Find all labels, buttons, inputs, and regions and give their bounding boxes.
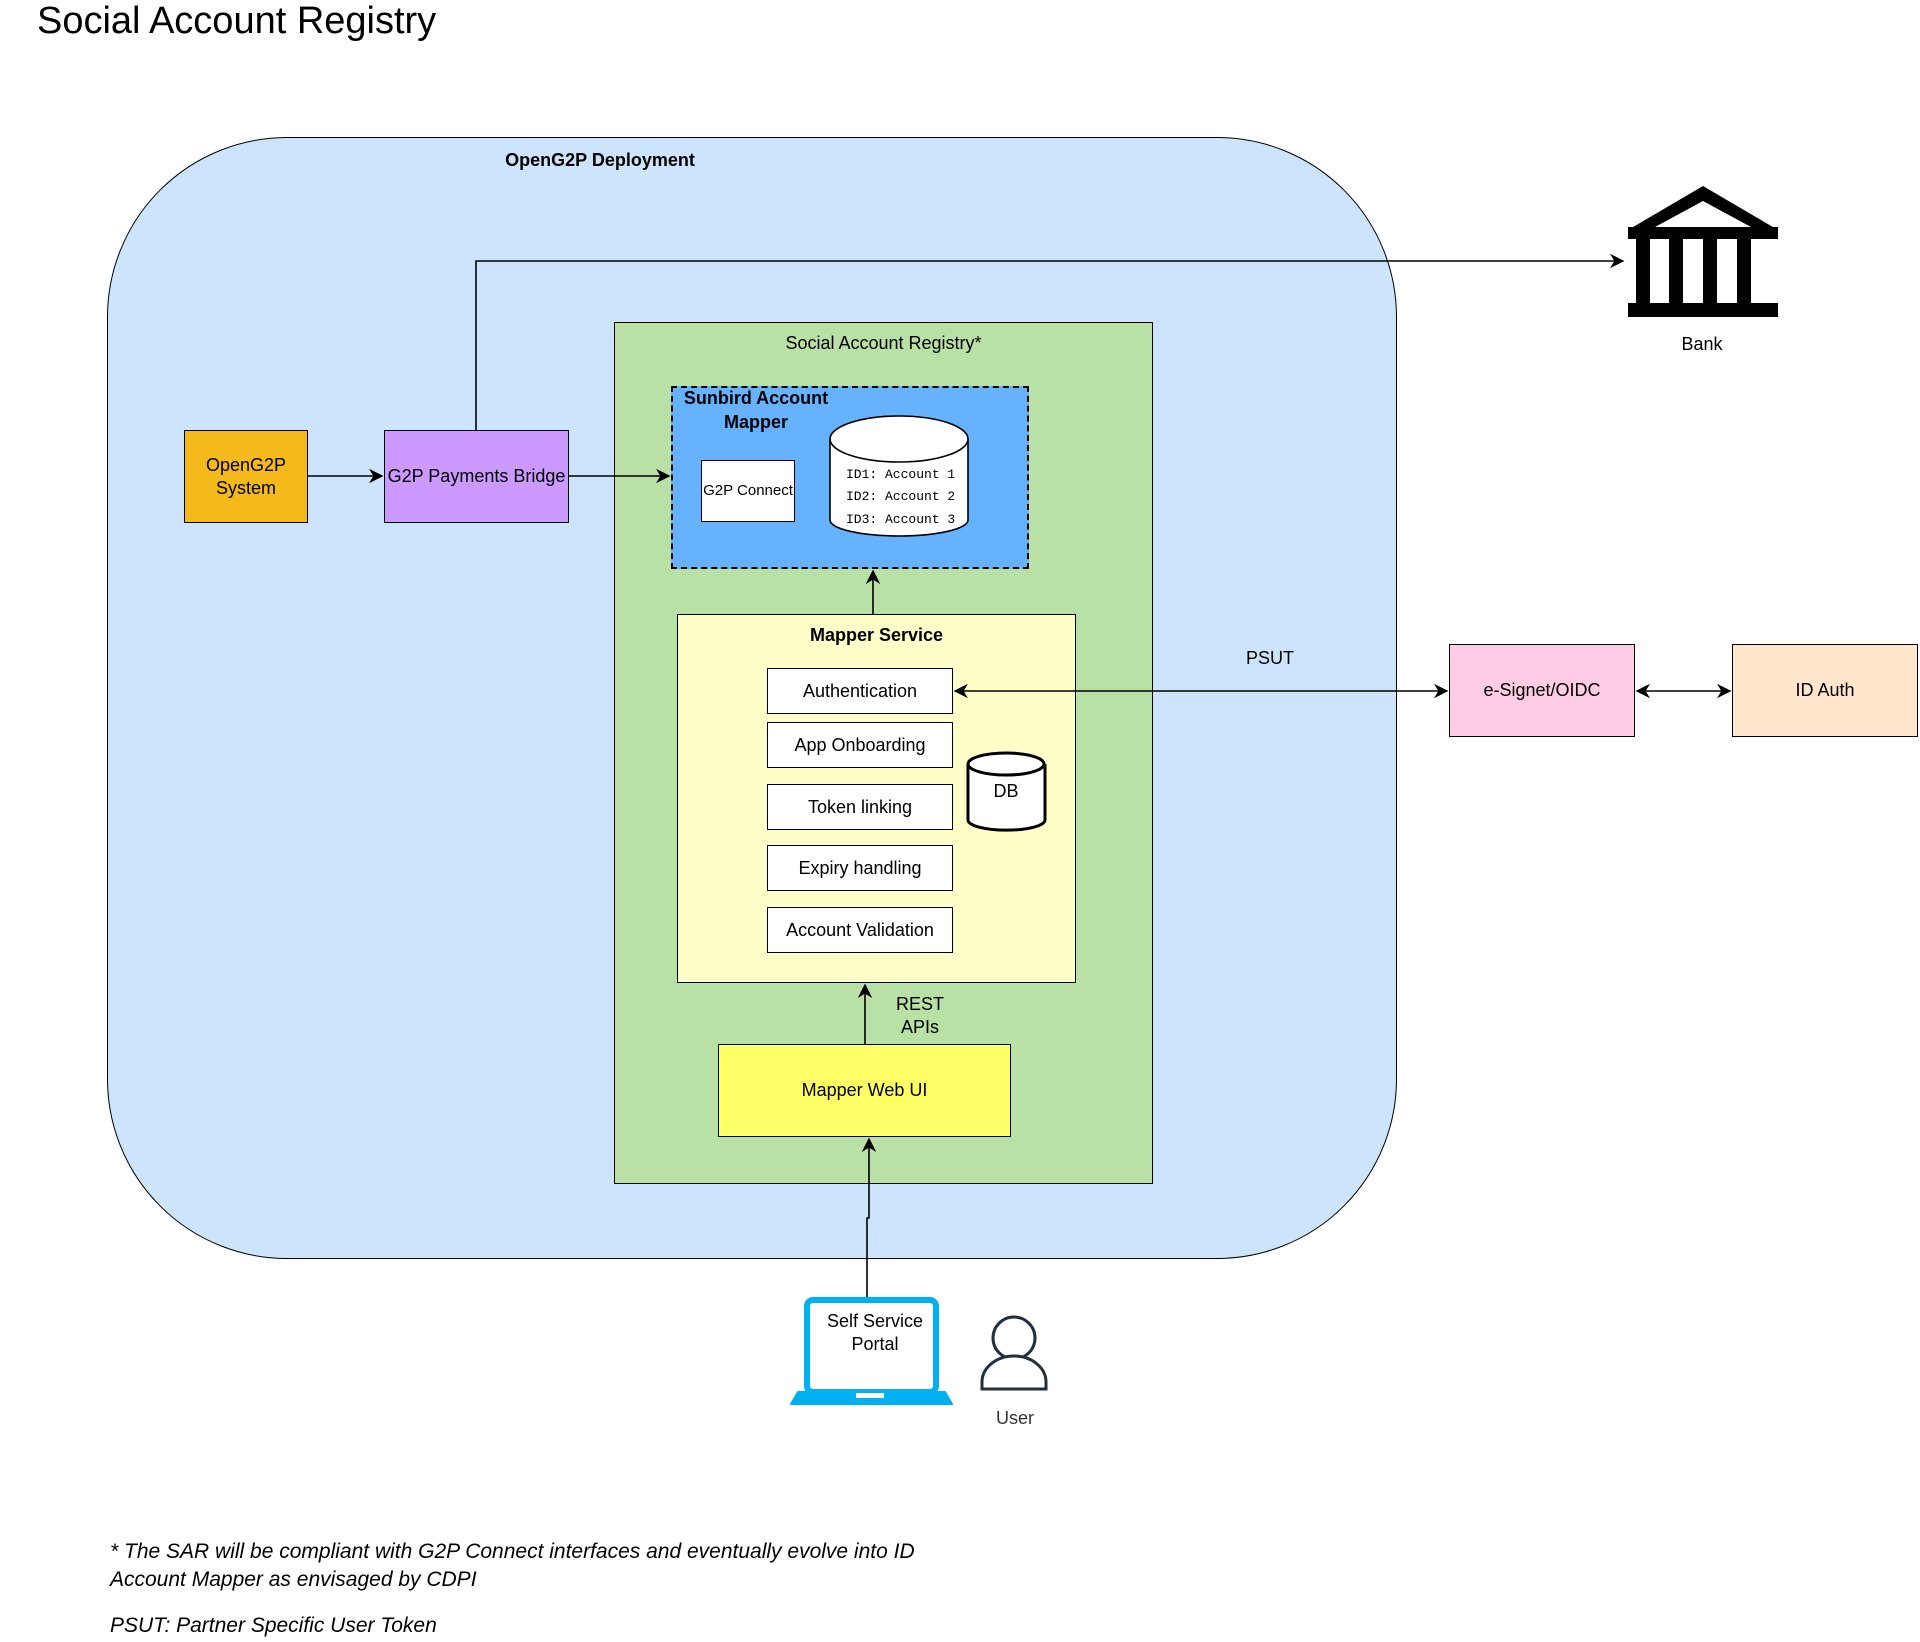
- module-token-linking: Token linking: [767, 784, 953, 830]
- module-expiry-handling: Expiry handling: [767, 845, 953, 891]
- module-app-onboarding: App Onboarding: [767, 722, 953, 768]
- user-icon: [980, 1315, 1048, 1391]
- psut-definition-note: PSUT: Partner Specific User Token: [110, 1614, 437, 1637]
- diagram-title: Social Account Registry: [37, 0, 437, 42]
- mapper-service-label: Mapper Service: [809, 625, 944, 645]
- user-label: User: [995, 1408, 1034, 1428]
- esignet-oidc-box: e-Signet/OIDC: [1449, 644, 1635, 737]
- g2p-connect-box: G2P Connect: [701, 460, 795, 522]
- module-authentication: Authentication: [767, 668, 953, 714]
- module-account-validation: Account Validation: [767, 907, 953, 953]
- sar-compliance-note: * The SAR will be compliant with G2P Con…: [110, 1540, 915, 1591]
- opeg2p-system-box: OpenG2P System: [184, 430, 308, 523]
- bank-building-icon: [1628, 186, 1778, 317]
- social-account-registry-label: Social Account Registry*: [785, 333, 982, 353]
- openg2p-deployment-label: OpenG2P Deployment: [505, 150, 695, 170]
- id-auth-box: ID Auth: [1732, 644, 1918, 737]
- self-service-portal-label: Self Service Portal: [826, 1311, 924, 1354]
- rest-apis-label: REST APIs: [895, 994, 944, 1037]
- sunbird-account-mapper-label: Sunbird Account Mapper: [683, 388, 829, 432]
- bank-label: Bank: [1681, 334, 1723, 354]
- mapper-web-ui-box: Mapper Web UI: [718, 1044, 1011, 1137]
- psut-label: PSUT: [1245, 648, 1294, 668]
- g2p-payments-bridge-box: G2P Payments Bridge: [384, 430, 569, 523]
